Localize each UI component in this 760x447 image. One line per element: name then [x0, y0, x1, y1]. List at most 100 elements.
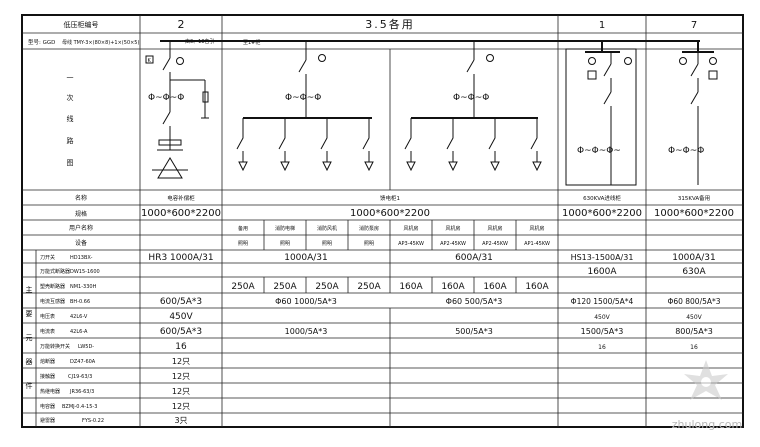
svg-text:1000*600*2200: 1000*600*2200 [654, 208, 734, 219]
component-row-knife-switch: 刀开关 HD13BX- HR3 1000A/31 1000A/31 600A/3… [40, 253, 716, 263]
component-row-ammeter: 电流表 42L6-A 600/5A*3 1000/5A*3 500/5A*3 1… [40, 327, 713, 337]
svg-text:照明: 照明 [322, 241, 332, 247]
svg-text:630A: 630A [682, 267, 706, 277]
svg-text:电流表: 电流表 [40, 328, 55, 335]
svg-text:3只: 3只 [174, 416, 187, 425]
svg-text:600/5A*3: 600/5A*3 [160, 297, 202, 307]
svg-text:风机房: 风机房 [403, 225, 418, 232]
svg-text:600/5A*3: 600/5A*3 [160, 327, 202, 337]
current-transformer-icon: Φ~Φ~Φ [285, 93, 321, 103]
svg-text:照明: 照明 [238, 241, 248, 247]
svg-text:12只: 12只 [172, 372, 190, 381]
outgoing-feeder-branches [236, 118, 542, 172]
single-line-drawing: 由3、18各引 至1#柜 K Φ~Φ~Φ [145, 38, 718, 186]
svg-text:450V: 450V [169, 312, 193, 322]
cabinet-number-2: 2 [178, 18, 185, 31]
svg-text:塑壳断路器: 塑壳断路器 [40, 283, 65, 290]
diagram-title-char: 路 [67, 136, 74, 145]
component-group-label: 主 要 元 器 件 [26, 285, 33, 390]
meter-box-icon [587, 70, 597, 80]
header-title-label: 低压柜编号 [64, 20, 99, 29]
voltmeter-icon [679, 57, 687, 65]
svg-text:接触器: 接触器 [40, 373, 55, 380]
capacitor-bank-icon [157, 157, 183, 179]
svg-text:电压表: 电压表 [40, 313, 55, 320]
svg-text:315KVA备用: 315KVA备用 [678, 194, 710, 202]
svg-text:1000A/31: 1000A/31 [672, 253, 716, 263]
svg-text:消防电梯: 消防电梯 [275, 225, 295, 232]
svg-text:1000*600*2200: 1000*600*2200 [141, 208, 221, 219]
component-row-mccb: 塑壳断路器 NM1-330H 250A 250A 250A 250A 160A … [40, 282, 550, 292]
svg-text:备用: 备用 [238, 225, 248, 232]
standby-cabinet-315kva-circuit: Φ~Φ~Φ [668, 41, 718, 185]
svg-text:800/5A*3: 800/5A*3 [675, 327, 713, 336]
watermark-text: zhulong.com [672, 418, 742, 431]
svg-text:BZMJ-0.4-15-3: BZMJ-0.4-15-3 [62, 404, 97, 410]
svg-text:FYS-0.22: FYS-0.22 [82, 418, 104, 424]
row-user-name: 用户名称 备用 消防电梯 消防风机 消防泵房 风机房 风机房 风机房 风机房 [69, 224, 545, 232]
component-row-selector-switch: 万能转换开关 LW5D- 16 16 16 [40, 342, 698, 352]
svg-text:规格: 规格 [75, 210, 87, 218]
svg-text:12只: 12只 [172, 402, 190, 411]
svg-text:名称: 名称 [75, 194, 87, 202]
svg-text:元: 元 [26, 334, 33, 342]
svg-text:消防泵房: 消防泵房 [359, 225, 379, 232]
ammeter-icon [624, 57, 632, 65]
svg-text:风机房: 风机房 [487, 225, 502, 232]
capacitor-cabinet-circuit: K Φ~Φ~Φ [145, 41, 209, 179]
svg-text:万能转换开关: 万能转换开关 [40, 343, 70, 350]
disconnect-switch-icon [298, 59, 307, 73]
svg-text:HD13BX-: HD13BX- [70, 255, 93, 261]
svg-text:BH-0.66: BH-0.66 [70, 299, 90, 305]
svg-text:用户名称: 用户名称 [69, 224, 93, 232]
diagram-title-char: 线 [67, 114, 74, 123]
svg-text:电容器: 电容器 [40, 403, 55, 410]
svg-text:DZ47-60A: DZ47-60A [70, 359, 96, 365]
svg-text:500/5A*3: 500/5A*3 [455, 327, 493, 336]
table-grid [21, 14, 744, 428]
svg-text:要: 要 [26, 310, 33, 318]
svg-text:1000*600*2200: 1000*600*2200 [350, 208, 430, 219]
svg-text:件: 件 [26, 381, 33, 390]
svg-text:16: 16 [598, 344, 606, 351]
ammeter-icon [318, 54, 326, 62]
svg-text:250A: 250A [231, 282, 255, 292]
watermark: zhulong.com [672, 360, 742, 431]
disconnect-switch-icon [162, 57, 171, 71]
svg-text:Φ60 500/5A*3: Φ60 500/5A*3 [446, 297, 503, 306]
feeder-cabinet-circuit: Φ~Φ~Φ Φ~Φ~Φ [236, 41, 542, 172]
svg-text:42L6-A: 42L6-A [70, 329, 88, 335]
model-label: 型号: GGD [28, 38, 55, 46]
busbar-spec: 母线 TMY-3×(80×8)+1×(50×5) [62, 39, 139, 46]
current-transformer-icon: Φ~Φ~Φ~ [577, 146, 621, 156]
watermark-logo-icon [684, 360, 728, 400]
svg-text:630KVA进线柜: 630KVA进线柜 [583, 194, 621, 202]
svg-text:AP1-45KW: AP1-45KW [524, 241, 550, 247]
svg-text:消防风机: 消防风机 [317, 225, 337, 232]
svg-text:NM1-330H: NM1-330H [70, 284, 97, 290]
svg-text:电流互感器: 电流互感器 [40, 298, 65, 305]
svg-text:160A: 160A [399, 282, 423, 292]
svg-text:主: 主 [26, 285, 33, 294]
svg-text:AP2-45KW: AP2-45KW [440, 241, 466, 247]
ammeter-icon [709, 57, 717, 65]
svg-text:1000A/31: 1000A/31 [284, 253, 328, 263]
diagram-title-char: 次 [67, 93, 74, 102]
cabinet-number-3-5: 3.5各用 [365, 17, 415, 31]
component-row-thermal-relay: 热继电器 JR36-63/3 12只 [40, 387, 190, 396]
svg-text:160A: 160A [483, 282, 507, 292]
svg-text:DW15-1600: DW15-1600 [70, 269, 100, 275]
svg-text:熔断器: 熔断器 [40, 358, 55, 365]
svg-text:风机房: 风机房 [445, 225, 460, 232]
svg-text:避雷器: 避雷器 [40, 417, 55, 424]
svg-text:JR36-63/3: JR36-63/3 [69, 389, 94, 395]
ammeter-icon [176, 57, 184, 65]
svg-text:万能式断路器: 万能式断路器 [40, 268, 70, 275]
component-row-voltmeter: 电压表 42L6-V 450V 450V 450V [40, 312, 703, 322]
svg-text:HS13-1500A/31: HS13-1500A/31 [571, 253, 634, 262]
svg-text:600A/31: 600A/31 [455, 253, 493, 263]
svg-text:16: 16 [175, 342, 187, 352]
circuit-breaker-icon [603, 63, 612, 77]
component-row-arrester: 避雷器 FYS-0.22 3只 [40, 416, 188, 425]
